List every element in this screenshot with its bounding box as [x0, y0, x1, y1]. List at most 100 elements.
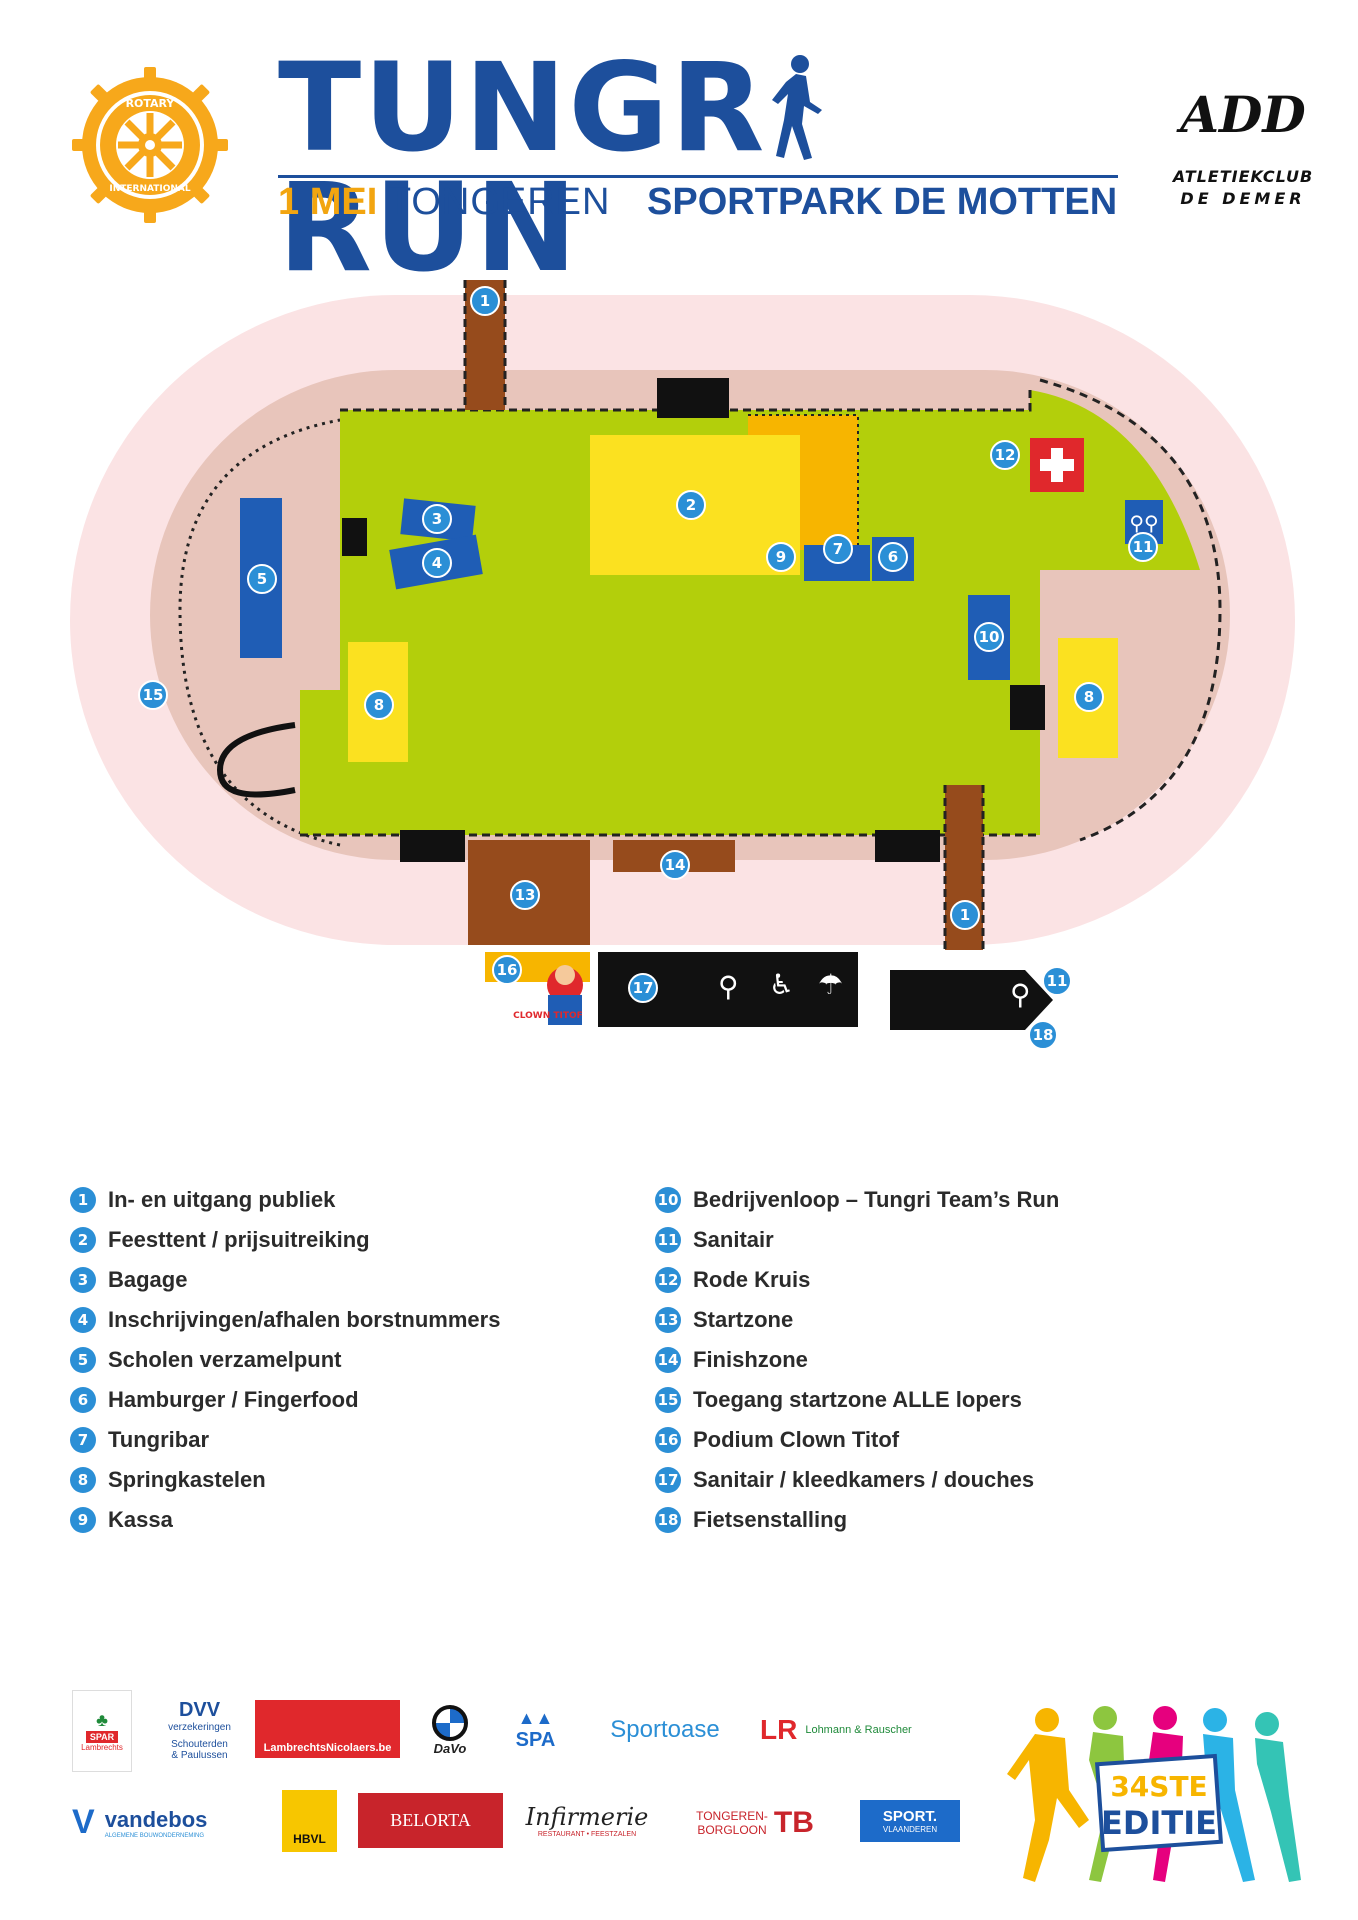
legend-label: Toegang startzone ALLE lopers — [693, 1387, 1022, 1412]
edition-number: 34STE — [1110, 1770, 1207, 1803]
legend-label: Sanitair / kleedkamers / douches — [693, 1467, 1035, 1492]
title-part-right: RUN — [278, 157, 580, 299]
davo-name: DaVo — [433, 1740, 467, 1756]
marker-1: 1 — [950, 900, 980, 930]
marker-8: 8 — [364, 690, 394, 720]
event-date: 1 MEI — [278, 181, 378, 223]
marker-11: 11 — [1042, 966, 1072, 996]
marker-5: 5 — [247, 564, 277, 594]
legend-number: 1 — [70, 1187, 96, 1213]
rotary-text-bottom: INTERNATIONAL — [109, 184, 191, 194]
field-fence-top — [340, 390, 1032, 412]
vandebos-name: vandebos — [104, 1806, 208, 1832]
belorta-logo: BELORTA — [358, 1793, 503, 1848]
vandebos-sub: ALGEMENE BOUWONDERNEMING — [104, 1832, 205, 1839]
event-city: TONGEREN — [387, 181, 611, 223]
legend-label: Bedrijvenloop – Tungri Team’s Run — [693, 1187, 1060, 1212]
dvv-name: DVV — [178, 1699, 221, 1721]
legend-item: 7 Tungribar — [70, 1420, 670, 1460]
legend-number: 8 — [70, 1467, 96, 1493]
legend-number: 17 — [655, 1467, 681, 1493]
legend-label: Bagage — [108, 1267, 188, 1292]
black-block — [400, 830, 465, 862]
marker-10: 10 — [974, 622, 1004, 652]
rotary-logo: ROTARY INTERNATIONAL — [72, 67, 228, 223]
runner-icon — [772, 55, 823, 160]
legend-number: 11 — [655, 1227, 681, 1253]
marker-18: 18 — [1028, 1020, 1058, 1050]
edition-badge: 34STE EDITIE — [1007, 1706, 1301, 1882]
clown-label: CLOWN TITOF — [513, 1011, 583, 1021]
club-line-1: ATLETIEKCLUB — [1171, 167, 1313, 186]
lohmann-rauscher-logo: LR Lohmann & Rauscher — [760, 1705, 960, 1755]
legend-label: Springkastelen — [108, 1467, 266, 1492]
legend-number: 16 — [655, 1427, 681, 1453]
sport-text: SPORT. — [882, 1808, 938, 1825]
legend-label: Podium Clown Titof — [693, 1427, 900, 1452]
black-block — [875, 830, 940, 862]
legend-number: 5 — [70, 1347, 96, 1373]
rotary-text-top: ROTARY — [126, 97, 176, 110]
spar-name: SPAR — [85, 1731, 119, 1743]
legend-item: 12 Rode Kruis — [655, 1260, 1255, 1300]
legend-label: Startzone — [693, 1307, 794, 1332]
marker-1: 1 — [470, 286, 500, 316]
tongeren-text: TONGEREN- — [696, 1808, 768, 1823]
legend-item: 3 Bagage — [70, 1260, 670, 1300]
sport-vlaanderen-logo: SPORT. VLAANDEREN — [860, 1800, 960, 1842]
legend-number: 18 — [655, 1507, 681, 1533]
restroom-icon: ⚲ — [1010, 978, 1031, 1011]
marker-4: 4 — [422, 548, 452, 578]
legend-item: 17 Sanitair / kleedkamers / douches — [655, 1460, 1255, 1500]
legend-item: 5 Scholen verzamelpunt — [70, 1340, 670, 1380]
marker-6: 6 — [878, 542, 908, 572]
legend-number: 3 — [70, 1267, 96, 1293]
legend-number: 6 — [70, 1387, 96, 1413]
infirmerie-logo: Infirmerie RESTAURANT • FEESTZALEN — [522, 1793, 652, 1848]
tb-mark-icon: TB — [773, 1805, 814, 1839]
dvv-agent-2: & Paulussen — [171, 1750, 228, 1761]
svg-text:⚲⚲: ⚲⚲ — [1129, 511, 1158, 535]
event-title: TUNGR RUN — [278, 47, 1118, 289]
legend-item: 13 Startzone — [655, 1300, 1255, 1340]
site-map: ⚲⚲ CLOWN TITOF ⚲ ♿ ☂ ⚲ 1 1 2 3 4 5 6 7 8… — [0, 250, 1358, 1070]
vlaanderen-text: VLAANDEREN — [882, 1825, 938, 1834]
legend-number: 13 — [655, 1307, 681, 1333]
spa-name: SPA — [515, 1729, 556, 1751]
legend-number: 15 — [655, 1387, 681, 1413]
legend-item: 16 Podium Clown Titof — [655, 1420, 1255, 1460]
hbvl-logo: HBVL — [282, 1790, 337, 1852]
marker-16: 16 — [492, 955, 522, 985]
legend-number: 12 — [655, 1267, 681, 1293]
title-part-left: TUNGR — [278, 37, 767, 179]
dvv-logo: DVV verzekeringen Schouterden & Paulusse… — [152, 1690, 247, 1770]
infirmerie-name: Infirmerie — [525, 1803, 649, 1831]
legend-label: Inschrijvingen/afhalen borstnummers — [108, 1307, 501, 1332]
tongeren-borgloon-logo: TONGEREN- BORGLOON TB — [680, 1795, 830, 1850]
marker-14: 14 — [660, 850, 690, 880]
legend-label: Tungribar — [108, 1427, 210, 1452]
black-block — [1010, 685, 1045, 730]
legend-item: 15 Toegang startzone ALLE lopers — [655, 1380, 1255, 1420]
legend-number: 2 — [70, 1227, 96, 1253]
legend-number: 14 — [655, 1347, 681, 1373]
black-block — [342, 518, 367, 556]
legend-label: Rode Kruis — [693, 1267, 811, 1292]
marker-15: 15 — [138, 680, 168, 710]
marker-2: 2 — [676, 490, 706, 520]
legend-label: Scholen verzamelpunt — [108, 1347, 342, 1372]
shower-icon: ☂ — [818, 968, 844, 1001]
lr-name: Lohmann & Rauscher — [805, 1724, 912, 1736]
legend-number: 7 — [70, 1427, 96, 1453]
marker-3: 3 — [422, 504, 452, 534]
bmw-davo-logo: DaVo — [420, 1695, 480, 1765]
u-turn-marker — [216, 722, 296, 798]
lambrechts-nicolaers-logo: LambrechtsNicolaers.be — [255, 1700, 400, 1758]
